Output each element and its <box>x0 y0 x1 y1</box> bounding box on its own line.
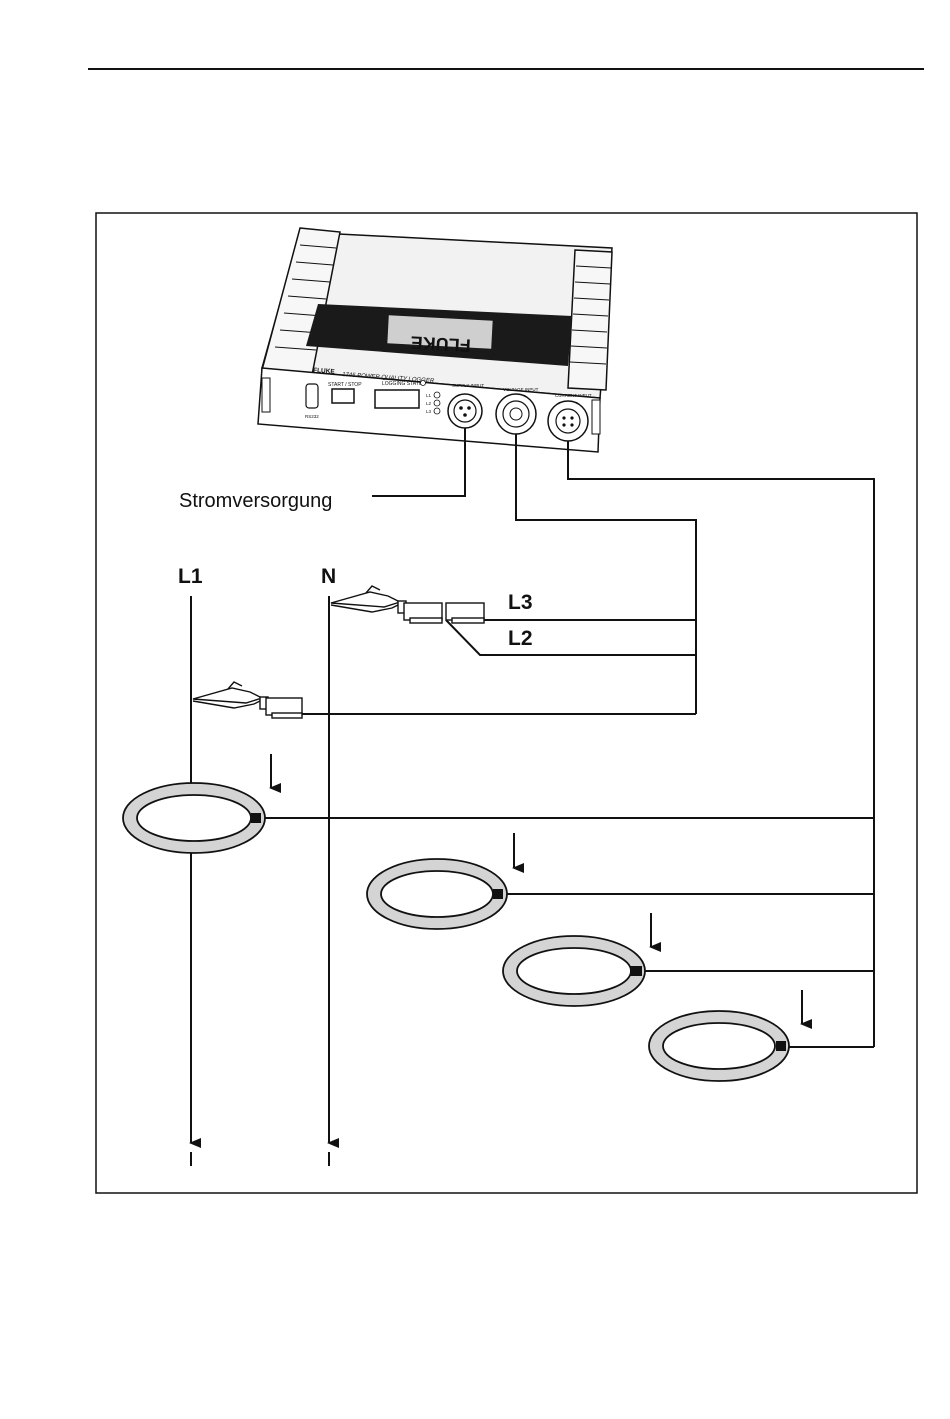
led-label-l3: L3 <box>426 409 432 414</box>
alligator-clip-l1 <box>193 682 302 718</box>
current-clamp-1 <box>123 783 265 853</box>
current-clamp-4 <box>649 1011 789 1081</box>
voltage-wire-trunk <box>516 434 696 714</box>
alligator-clip-n <box>331 586 484 623</box>
label-l2: L2 <box>508 627 533 650</box>
label-l1: L1 <box>178 565 203 588</box>
status-display <box>375 390 419 408</box>
rs232-label: RS232 <box>305 414 319 419</box>
voltage-input-label: VOLTAGE INPUT <box>503 387 539 392</box>
led-label-l1: L1 <box>426 393 432 398</box>
supply-input-label: SUPPLY INPUT <box>452 383 484 388</box>
right-bumper <box>568 250 612 390</box>
rs232-port <box>306 384 318 408</box>
brand-logo-mirrored: FLUKE <box>410 332 471 355</box>
start-stop-label: START / STOP <box>328 382 362 388</box>
current-input-label: CURRENT INPUT <box>555 393 592 398</box>
voltage-wire-l2 <box>446 620 696 655</box>
label-l3: L3 <box>508 591 533 614</box>
current-clamp-2 <box>367 859 507 929</box>
start-stop-button <box>332 389 354 403</box>
label-n: N <box>321 565 336 588</box>
power-quality-logger-device: FLUKE FLUKE 1745 POWER QUALITY LOGGER RS… <box>258 228 612 452</box>
logging-status-label: LOGGING STATUS <box>382 381 426 387</box>
current-clamp-3 <box>503 936 645 1006</box>
label-power-supply: Stromversorgung <box>179 490 332 512</box>
led-label-l2: L2 <box>426 401 432 406</box>
